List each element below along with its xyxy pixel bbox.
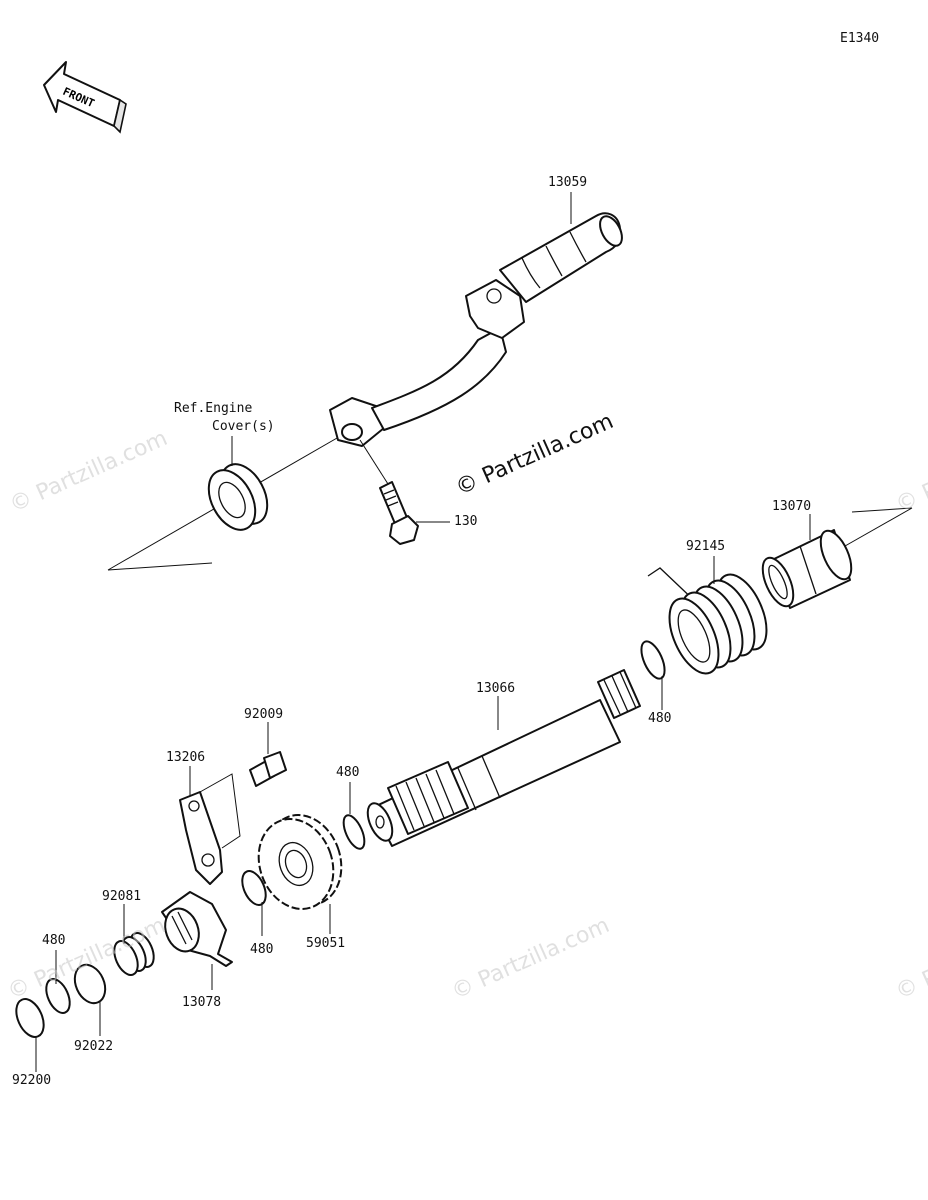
part-label-92081: 92081 <box>102 889 142 904</box>
diagram-code: E1340 <box>840 31 880 46</box>
kick-gear-59051 <box>257 814 343 910</box>
part-label-480-mid: 480 <box>336 765 360 780</box>
ratchet-13078 <box>161 891 233 967</box>
kick-pedal-13059 <box>329 212 623 447</box>
oil-seal-ref-engine-cover <box>207 463 269 531</box>
bolt-130 <box>359 439 419 545</box>
washer-92200 <box>15 998 45 1038</box>
kick-spring-92145 <box>647 567 768 675</box>
guide-plate-13206 <box>179 773 241 885</box>
circlip-480-upper <box>640 640 666 680</box>
leader-lines <box>35 192 811 1072</box>
spring-guide-13070 <box>761 529 853 609</box>
part-label-92009: 92009 <box>244 707 284 722</box>
circlip-480-gear <box>241 870 267 906</box>
part-label-13059: 13059 <box>548 175 588 190</box>
circlip-480-mid <box>342 814 366 850</box>
part-label-13066: 13066 <box>476 681 516 696</box>
part-label-480-upper: 480 <box>648 711 672 726</box>
part-label-480-left: 480 <box>42 933 66 948</box>
front-arrow-icon: FRONT <box>43 61 127 134</box>
part-label-59051: 59051 <box>306 936 346 951</box>
ref-note-line1: Ref.Engine <box>174 401 253 416</box>
part-label-13070: 13070 <box>772 499 812 514</box>
kickstarter-shaft-13066 <box>366 669 641 847</box>
ref-note-line2: Cover(s) <box>212 419 275 434</box>
part-label-130: 130 <box>454 514 478 529</box>
ratchet-spring-92081 <box>113 932 155 976</box>
part-label-13206: 13206 <box>166 750 206 765</box>
part-label-92200: 92200 <box>12 1073 52 1088</box>
part-label-13078: 13078 <box>182 995 222 1010</box>
part-label-92145: 92145 <box>686 539 726 554</box>
part-label-480-gear: 480 <box>250 942 274 957</box>
part-label-92022: 92022 <box>74 1039 114 1054</box>
bolt-92009 <box>249 751 287 787</box>
washer-92022 <box>73 963 107 1005</box>
circlip-480-left <box>45 978 71 1014</box>
